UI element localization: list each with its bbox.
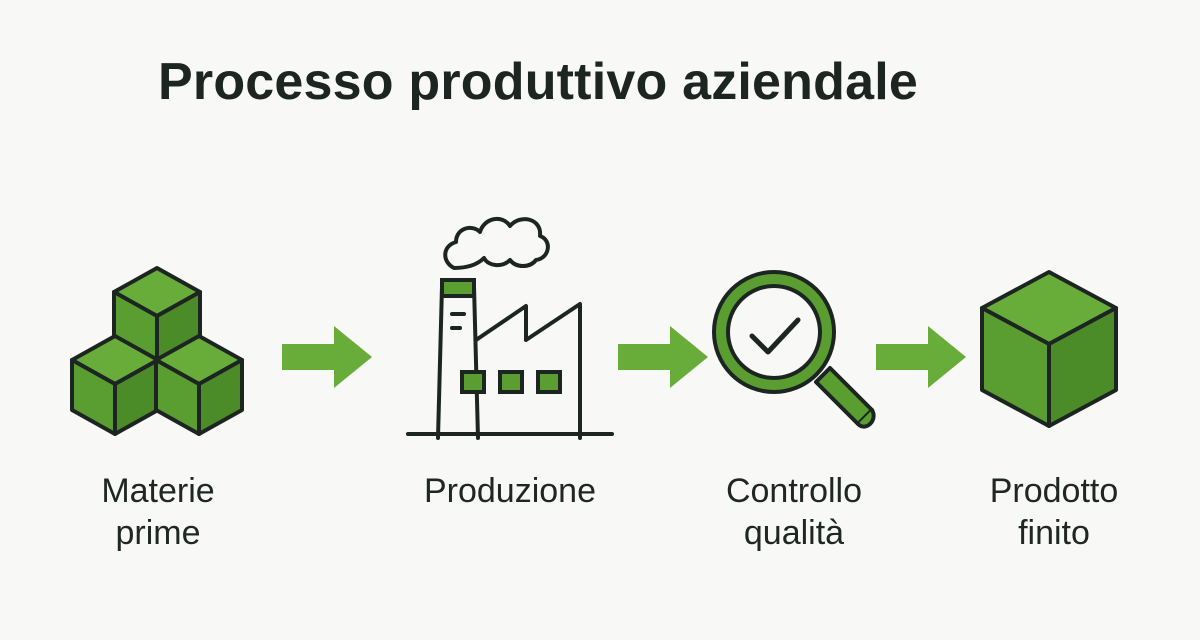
label-line: Controllo (725, 472, 863, 510)
step-label-prodotto-finito: Prodotto finito (934, 470, 1174, 554)
label-line: prime (115, 514, 201, 552)
arrow-right-icon (618, 326, 708, 388)
factory-icon (406, 216, 614, 440)
raw-materials-cubes-icon (70, 266, 244, 436)
label-line: finito (1018, 514, 1090, 552)
label-line: Materie (101, 472, 215, 510)
cube-icon (980, 270, 1118, 428)
label-line: Prodotto (989, 472, 1119, 510)
step-label-produzione: Produzione (390, 470, 630, 512)
label-line: qualità (743, 514, 845, 552)
page-title: Processo produttivo aziendale (158, 53, 918, 111)
label-line: Produzione (423, 472, 596, 510)
step-label-materie-prime: Materie prime (38, 470, 278, 554)
step-label-controllo-qualita: Controllo qualità (674, 470, 914, 554)
arrow-right-icon (282, 326, 372, 388)
magnifier-check-icon (712, 270, 876, 429)
arrow-right-icon (876, 326, 966, 388)
